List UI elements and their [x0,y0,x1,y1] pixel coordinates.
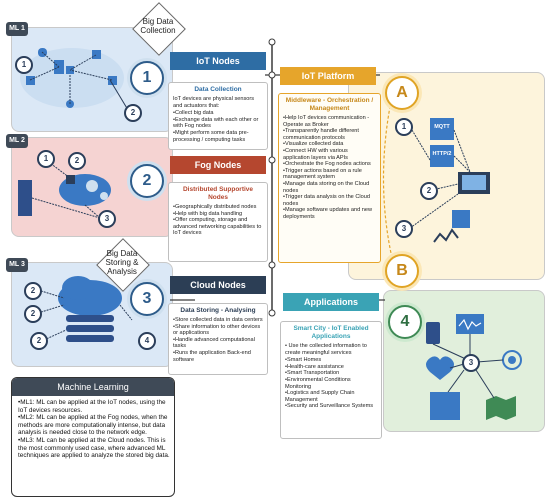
cloud-nodes-card-title: Data Storing - Analysing [180,307,256,314]
fog-bullet: Help with big data handling [173,211,263,218]
apps-bullet: Smart Homes [285,357,377,364]
fog-bullet: Geographically distributed nodes [173,204,263,211]
ml-item: ML3: ML can be applied at the Cloud node… [18,437,170,460]
database-icon [66,315,114,322]
gear-icon [86,180,98,192]
ml2-badge: ML 2 [6,134,28,148]
gear-icon [100,192,108,200]
platform-bullet: Orchestrate the Fog nodes actions [283,161,376,168]
ml3-node-2a: 2 [24,282,42,300]
machine-learning-text: ML1: ML can be applied at the IoT nodes,… [18,399,170,460]
platform-bullet: Manage software updates and new deployme… [283,207,376,220]
platform-card-title: Middleware - Orchestration / Management [285,97,374,112]
chart-icon [433,228,459,243]
iot-bullet: Collect big data [173,110,263,117]
apps-bullet: Health-care assistance [285,364,377,371]
cloud-bullet: Store collected data in data centers [173,317,263,324]
platform-bullet: Manage data storing on the Cloud nodes [283,181,376,194]
apps-number: 4 [388,305,422,339]
ml1-number: 1 [130,61,164,95]
platform-node-3: 3 [395,220,413,238]
platform-letter-b: B [385,254,419,288]
platform-bullet: Connect HW with various application laye… [283,148,376,161]
cloud-bullet: Share information to other devices or ap… [173,324,263,337]
iot-nodes-card: Data Collection IoT devices are physical… [168,82,268,150]
http2-label: HTTP/2 [432,151,452,157]
cloud-nodes-card: Data Storing - Analysing Store collected… [168,303,268,375]
camera-icon [92,50,101,59]
platform-bullet: Help IoT devices communication - Operate… [283,115,376,128]
mqtt-label: MQTT [434,124,450,130]
apps-node-3: 3 [462,354,480,372]
mqtt-box [430,118,454,140]
fog-nodes-header: Fog Nodes [170,156,266,174]
map-icon [486,396,516,420]
ml3-node-2b: 2 [24,305,42,323]
apps-bullet: Smart Transportation [285,370,377,377]
database-icon [452,210,470,228]
iot-bullet: Might perform some data pre-processing /… [173,130,263,143]
apps-card-title: Smart City - IoT Enabled Applications [293,325,369,340]
sensor-icon [108,76,117,85]
ml3-diamond-label: Big Data Storing & Analysis [105,249,139,276]
apps-bullet: Logistics and Supply Chain Management [285,390,377,403]
ml3-number: 3 [130,282,164,316]
platform-node-1: 1 [395,118,413,136]
apps-bullet: Security and Surveillance Systems [285,403,377,410]
platform-node-2: 2 [420,182,438,200]
monitor-wave-icon [456,314,484,334]
apps-card-intro: • Use the collected information to creat… [285,343,367,356]
ml3-badge: ML 3 [6,258,28,272]
platform-bullet: Visualize collected data [283,141,376,148]
ml2-number: 2 [130,164,164,198]
ml1-badge: ML 1 [6,22,28,36]
ml1-node-1: 1 [15,56,33,74]
ml2-node-1: 1 [37,150,55,168]
fog-nodes-card-title: Distributed Supportive Nodes [182,186,254,201]
ml-item: ML1: ML can be applied at the IoT nodes,… [18,399,170,414]
machine-learning-box: Machine Learning ML1: ML can be applied … [11,377,175,497]
applications-header: Applications [283,293,379,311]
fog-bullet: Offer computing, storage and advanced ne… [173,217,263,237]
iot-nodes-card-title: Data Collection [194,86,242,93]
iot-bullet: Exchange data with each other or with Fo… [173,117,263,130]
platform-letter-a: A [385,76,419,110]
apps-bullet: Environmental Conditions Monitoring [285,377,377,390]
phone-icon [26,76,35,85]
smartphone-icon [426,322,440,344]
ml1-diamond-label: Big Data Collection [140,17,176,35]
cloud-bullet: Runs the application Back-end software [173,350,263,363]
iot-nodes-header: IoT Nodes [170,52,266,70]
platform-bullet: Trigger data analysis on the Cloud nodes [283,194,376,207]
iot-platform-header: IoT Platform [280,67,376,85]
ml2-node-3: 3 [98,210,116,228]
apps-card: Smart City - IoT Enabled Applications • … [280,321,382,439]
ml-item: ML2: ML can be applied at the Fog nodes,… [18,414,170,437]
ml1-node-2: 2 [124,104,142,122]
ml3-node-4: 4 [138,332,156,350]
ml2-node-2: 2 [68,152,86,170]
ml3-node-2c: 2 [30,332,48,350]
cloud-nodes-header: Cloud Nodes [170,276,266,294]
monitor-icon [66,175,75,184]
platform-bullet: Transparently handle different communica… [283,128,376,141]
heart-icon [426,356,454,380]
server-icon [18,180,32,216]
platform-bullet: Trigger actions based on a rule manageme… [283,168,376,181]
building-icon [430,392,460,420]
platform-card: Middleware - Orchestration / Management … [278,93,381,263]
http2-box [430,145,454,167]
cloud-bullet: Handle advanced computational tasks [173,337,263,350]
machine-learning-title: Machine Learning [12,378,174,396]
iot-nodes-card-intro: IoT devices are physical sensors and act… [173,96,255,109]
apps-intro-text: Use the collected information to create … [285,343,367,356]
fog-nodes-card: Distributed Supportive Nodes Geographica… [168,182,268,262]
